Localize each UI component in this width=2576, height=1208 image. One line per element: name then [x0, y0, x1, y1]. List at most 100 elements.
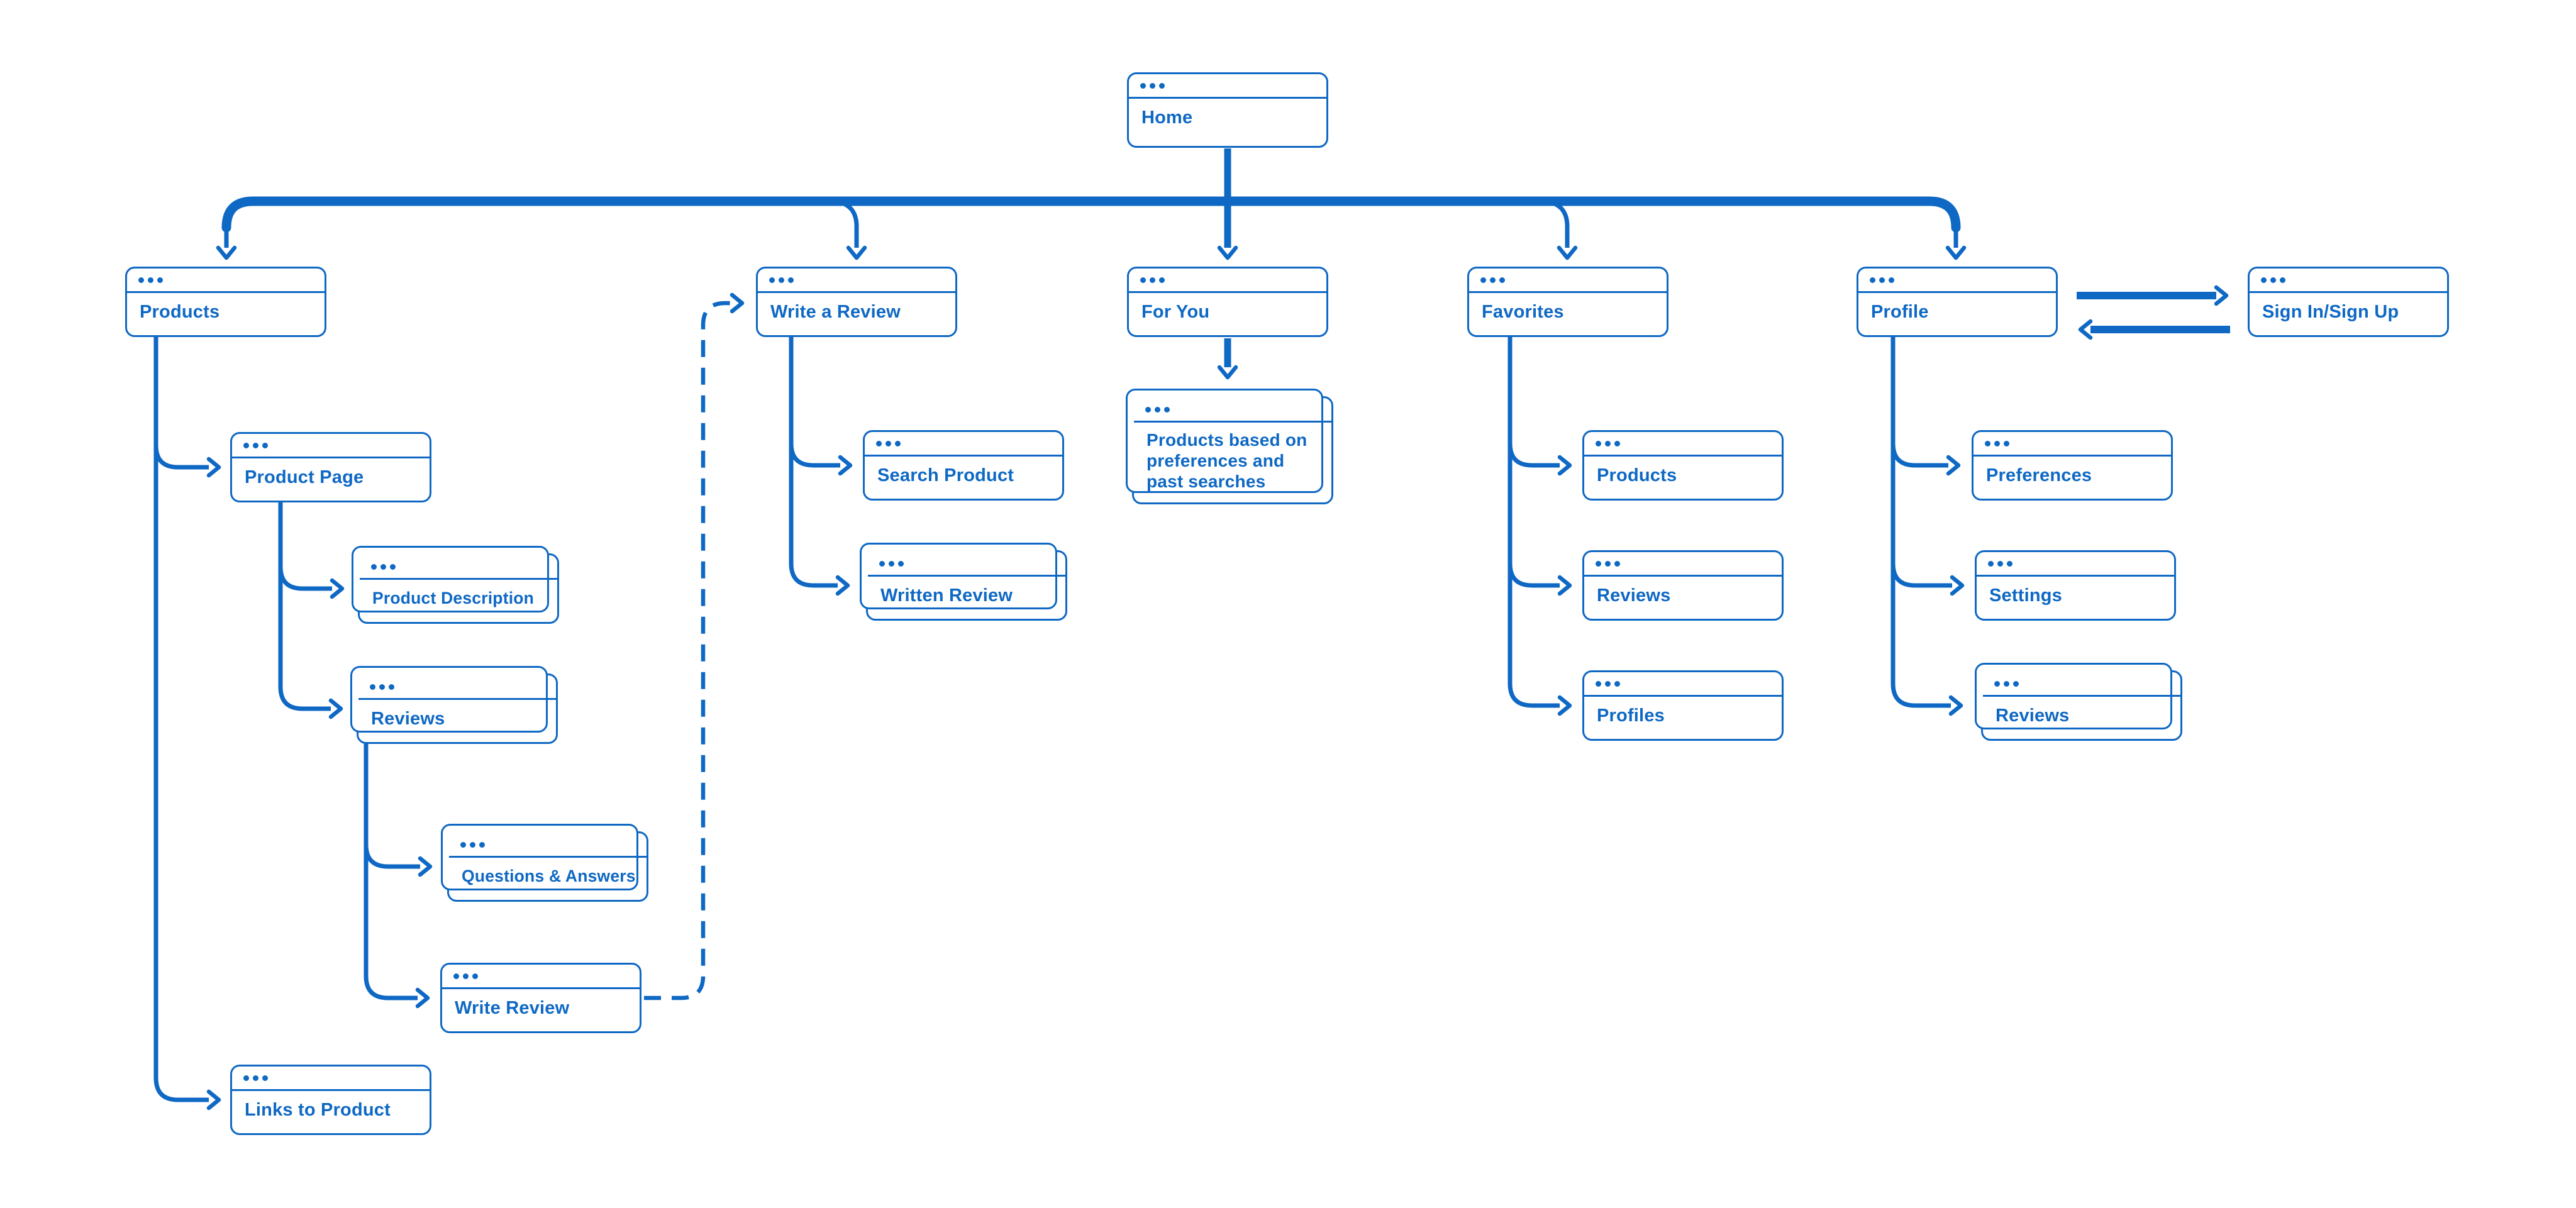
node-label: Profiles [1597, 706, 1665, 726]
node-label: Reviews [1597, 585, 1671, 606]
window-titlebar [758, 269, 955, 293]
window-dots-icon [453, 973, 459, 979]
node-favorites[interactable]: Favorites [1467, 267, 1668, 337]
window-titlebar [1134, 398, 1331, 423]
window-dots-icon [243, 1075, 249, 1081]
window-dots-icon [1596, 561, 1601, 567]
window-dots-icon [1140, 277, 1146, 283]
window-titlebar [868, 552, 1065, 577]
node-favorites-profiles[interactable]: Profiles [1582, 670, 1784, 741]
window-dots-icon [876, 441, 882, 446]
node-label: Profile [1871, 302, 1929, 322]
window-titlebar [360, 555, 557, 580]
node-product-page[interactable]: Product Page [230, 432, 431, 502]
node-label: Preferences [1986, 465, 2092, 485]
node-label: Reviews [371, 709, 445, 729]
connector-trunk-write-a-review [835, 199, 867, 260]
node-label: Products [1597, 465, 1677, 485]
node-for-you[interactable]: For You [1127, 267, 1328, 337]
window-dots-icon [370, 684, 375, 690]
window-titlebar [127, 269, 325, 293]
node-label: Sign In/Sign Up [2262, 302, 2399, 322]
connector-reviews-qa [364, 743, 433, 877]
window-dots-icon [1870, 277, 1875, 283]
node-label: Product Page [245, 467, 364, 487]
window-dots-icon [371, 564, 377, 570]
node-profile-reviews[interactable]: Reviews [1975, 663, 2182, 741]
node-questions-answers[interactable]: Questions & Answers [441, 824, 648, 902]
window-dots-icon [2261, 277, 2267, 283]
node-label: Write a Review [770, 302, 901, 322]
window-titlebar [1977, 552, 2174, 577]
window-dots-icon [1480, 277, 1486, 283]
window-titlebar [1584, 552, 1782, 577]
window-dots-icon [1596, 681, 1601, 687]
window-dots-icon [138, 277, 144, 283]
node-label: Questions & Answers [462, 867, 636, 885]
window-titlebar [1983, 672, 2180, 697]
node-sign-in-sign-up[interactable]: Sign In/Sign Up [2248, 267, 2449, 337]
node-label: Product Description [372, 589, 535, 607]
node-profile[interactable]: Profile [1857, 267, 2058, 337]
window-titlebar [1129, 269, 1326, 293]
node-label: Search Product [877, 465, 1014, 485]
connector-war-searchproduct [789, 336, 853, 476]
node-products-based-on-preferences[interactable]: Products based on preferences and past s… [1126, 389, 1333, 504]
node-label: Written Review [880, 585, 1013, 606]
node-home[interactable]: Home [1127, 72, 1328, 148]
window-dots-icon [1596, 441, 1601, 446]
node-preferences[interactable]: Preferences [1972, 430, 2173, 501]
window-titlebar [1469, 269, 1667, 293]
window-titlebar [442, 965, 640, 989]
connector-products-trunk [153, 336, 221, 1111]
node-product-reviews[interactable]: Reviews [350, 666, 558, 744]
node-favorites-products[interactable]: Products [1582, 430, 1784, 501]
window-dots-icon [879, 561, 885, 567]
node-label: Home [1141, 108, 1193, 128]
node-product-description[interactable]: Product Description [352, 546, 559, 624]
node-label: Reviews [1996, 706, 2070, 726]
window-titlebar [1584, 672, 1782, 697]
window-dots-icon [460, 842, 466, 848]
window-dots-icon [1140, 83, 1146, 89]
connector-productpage-description [278, 501, 345, 599]
connector-reviews-writereview [364, 743, 430, 1009]
connector-productpage-reviews [278, 501, 343, 719]
connector-war-writtenreview [789, 336, 850, 596]
node-label: Products [140, 302, 220, 322]
window-titlebar [1584, 432, 1782, 457]
node-label: Favorites [1482, 302, 1564, 322]
node-favorites-reviews[interactable]: Reviews [1582, 550, 1784, 621]
window-titlebar [232, 434, 430, 458]
connector-products-productpage [153, 445, 221, 478]
window-dots-icon [1145, 407, 1151, 413]
window-dots-icon [243, 443, 249, 448]
connector-writereview-writeareview-dashed [644, 292, 745, 1000]
node-write-review[interactable]: Write Review [440, 963, 641, 1033]
window-titlebar [1974, 432, 2171, 457]
node-search-product[interactable]: Search Product [863, 430, 1064, 501]
node-products[interactable]: Products [125, 267, 326, 337]
window-titlebar [358, 675, 556, 700]
node-written-review[interactable]: Written Review [860, 543, 1067, 621]
window-dots-icon [1994, 681, 2000, 687]
window-titlebar [449, 833, 647, 858]
window-titlebar [1858, 269, 2056, 293]
connector-favorites-products [1507, 336, 1572, 476]
connector-trunk-favorites [1545, 199, 1578, 260]
window-dots-icon [1985, 441, 1990, 446]
connector-favorites-profiles [1507, 336, 1572, 716]
node-label: For You [1141, 302, 1210, 322]
connector-profile-reviews [1890, 336, 1963, 716]
node-settings[interactable]: Settings [1975, 550, 2176, 621]
window-titlebar [1129, 74, 1326, 99]
window-titlebar [2250, 269, 2447, 293]
window-dots-icon [1988, 561, 1994, 567]
window-dots-icon [769, 277, 775, 283]
node-links-to-product[interactable]: Links to Product [230, 1065, 431, 1135]
node-write-a-review[interactable]: Write a Review [756, 267, 957, 337]
connector-main-trunk [221, 196, 1961, 233]
window-titlebar [232, 1067, 430, 1091]
